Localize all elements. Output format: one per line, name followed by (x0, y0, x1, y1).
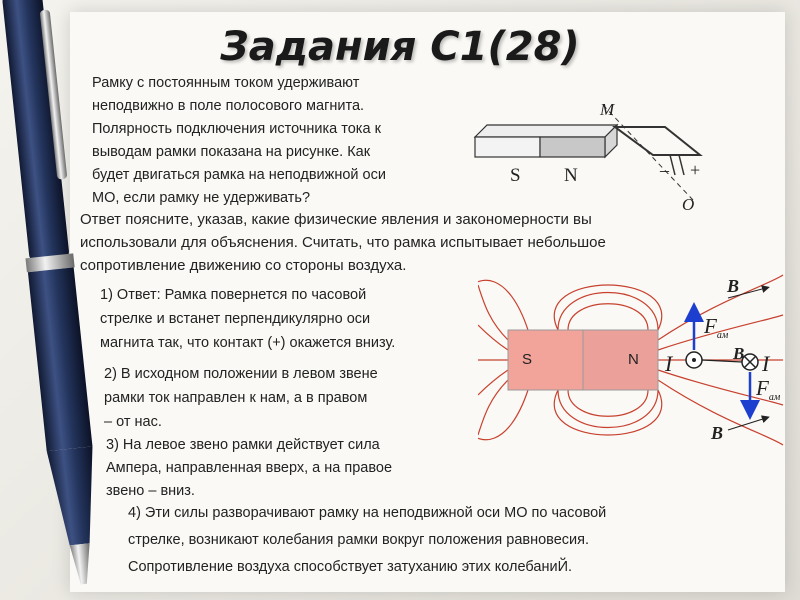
answer-1-line: стрелке и встанет перпендикулярно оси (100, 311, 371, 327)
answer-3-line: Ампера, направленная вверх, а на правое (106, 460, 393, 476)
terminal-plus: + (690, 160, 701, 180)
magnet-north-half (539, 136, 606, 158)
field-label-b-mid: B (733, 344, 745, 363)
force-label-top-letter: F (704, 314, 717, 338)
answer-3-line: звено – вниз. (106, 483, 195, 499)
magnet-north-pole (582, 329, 659, 391)
pole-label-s: S (510, 165, 521, 186)
problem-text: Рамку с постоянным током удерживают непо… (92, 72, 442, 210)
problem-line: Полярность подключения источника тока к (92, 121, 381, 137)
problem-line: Рамку с постоянным током удерживают (92, 75, 360, 91)
answer-4-line: 4) Эти силы разворачивают рамку на непод… (128, 505, 607, 521)
force-label-top-sub: ам (716, 330, 729, 342)
paper-background (70, 12, 785, 592)
answer-4-line: Сопротивление воздуха способствует затух… (128, 559, 573, 575)
problem-line: неподвижно в поле полосового магнита. (92, 98, 365, 114)
current-label-left: I (665, 351, 673, 376)
field-label-b-bottom: B (711, 423, 724, 443)
magnet-frame-figure (473, 104, 703, 201)
instruction-text: Ответ поясните, указав, какие физические… (80, 208, 750, 277)
instruction-line: использовали для объяснения. Считать, чт… (80, 234, 606, 251)
magnet-south-half (474, 136, 541, 158)
magnetic-field-lines (478, 274, 784, 446)
magnet-south-pole (507, 329, 584, 391)
axis-label-o: O (682, 195, 695, 214)
answer-2-line: рамки ток направлен к нам, а в правом (104, 390, 368, 406)
field-lines-figure (478, 274, 784, 446)
field-label-b-top: B (727, 276, 740, 296)
answer-2-line: 2) В исходном положении в левом звене (104, 366, 378, 382)
answer-4-line: стрелке, возникают колебания рамки вокру… (128, 532, 590, 548)
answer-2: 2) В исходном положении в левом звене ра… (104, 362, 464, 434)
page-title: Задания С1(28) (220, 24, 580, 70)
current-label-right: I (762, 351, 770, 376)
problem-line: будет двигаться рамка на неподвижной оси (92, 167, 386, 183)
force-label-bottom-letter: F (756, 376, 769, 400)
problem-line: выводам рамки показана на рисунке. Как (92, 144, 371, 160)
pole-label-n: N (564, 165, 578, 186)
problem-line: МО, если рамку не удерживать? (92, 190, 311, 206)
answer-3: 3) На левое звено рамки действует сила А… (106, 434, 484, 503)
instruction-line: Ответ поясните, указав, какие физические… (80, 211, 592, 228)
force-label-bottom-sub: ам (768, 392, 781, 404)
instruction-line: сопротивление движению со стороны воздух… (80, 257, 407, 274)
current-frame (611, 126, 703, 156)
answer-1-line: магнита так, что контакт (+) окажется вн… (100, 335, 396, 351)
pole-label-s-2: S (522, 351, 533, 368)
answer-1: 1) Ответ: Рамка повернется по часовой ст… (100, 283, 483, 355)
axis-label-m: M (600, 100, 615, 119)
answer-4: 4) Эти силы разворачивают рамку на непод… (128, 500, 768, 581)
answer-2-line: – от нас. (104, 414, 162, 430)
answer-1-line: 1) Ответ: Рамка повернется по часовой (100, 287, 367, 303)
pen-illustration (2, 0, 93, 585)
terminal-minus: – (660, 160, 669, 180)
pole-label-n-2: N (628, 351, 639, 368)
force-label-top: Fам (704, 314, 728, 341)
answer-3-line: 3) На левое звено рамки действует сила (106, 437, 380, 453)
force-label-bottom: Fам (756, 376, 780, 403)
